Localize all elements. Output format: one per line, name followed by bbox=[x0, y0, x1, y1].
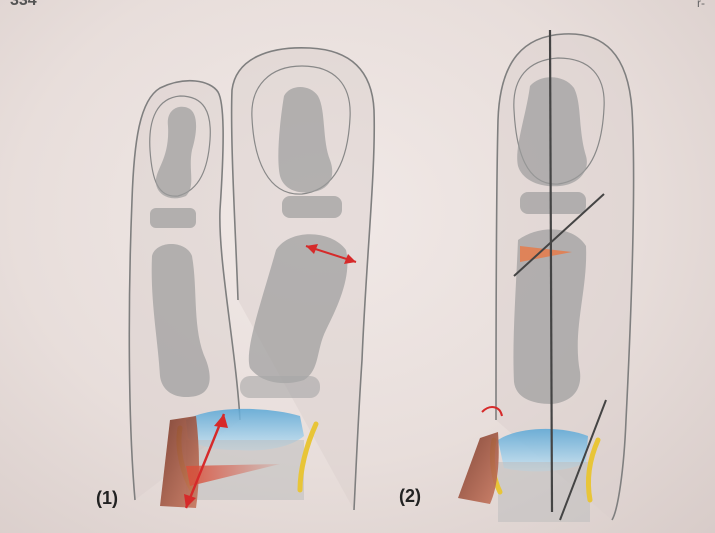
panel-1-label: (1) bbox=[96, 488, 118, 509]
panel-2-label: (2) bbox=[399, 486, 421, 507]
left-middle-phalanx bbox=[150, 208, 196, 228]
panel2-middle-phalanx bbox=[520, 192, 586, 214]
panel2-tendon bbox=[458, 432, 499, 504]
metatarsal-head-band bbox=[240, 376, 320, 398]
panel-2-drawing bbox=[458, 30, 634, 522]
great-middle-phalanx bbox=[282, 196, 342, 218]
panel-1-drawing bbox=[129, 48, 374, 510]
panel2-metatarsal-base bbox=[498, 462, 590, 522]
